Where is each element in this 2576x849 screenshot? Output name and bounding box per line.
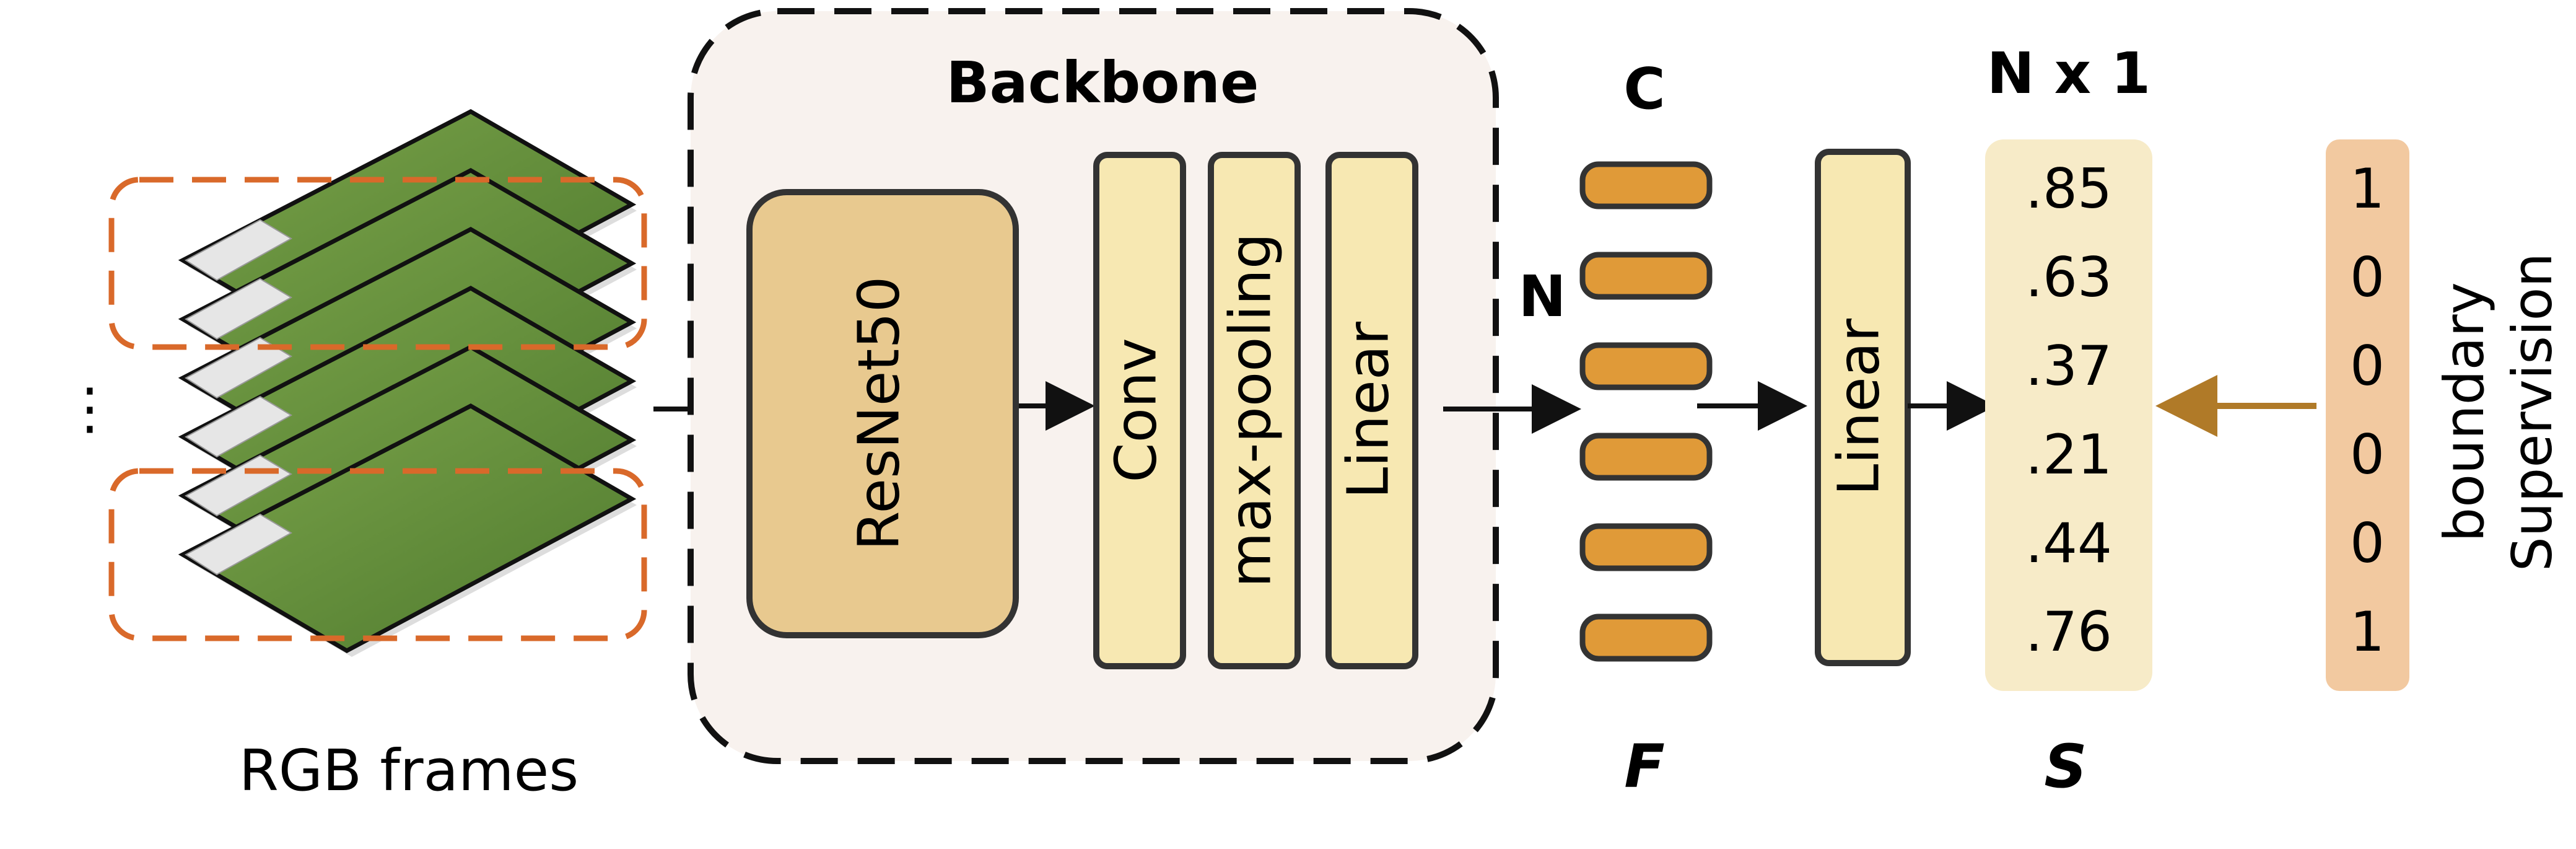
- feature-slots: [1579, 161, 1713, 662]
- supervision-value: 1: [2350, 600, 2385, 664]
- supervision-values: 1 0 0 0 0 1: [2350, 157, 2385, 664]
- supervision-label-line2: Supervision: [2500, 253, 2564, 571]
- frame-stack: [178, 109, 637, 657]
- frame-group-bottom-dashed-box: [108, 468, 647, 641]
- resnet50-block: [746, 189, 1019, 638]
- conv-layer: [1093, 152, 1186, 669]
- score-dim-label: N x 1: [1987, 40, 2150, 107]
- supervision-value: 1: [2350, 157, 2385, 221]
- frame-building: [185, 219, 292, 281]
- frame-grass: [178, 403, 637, 654]
- rgb-frames-group: ⋮ RGB frames: [62, 109, 647, 804]
- backbone-linear-label: Linear: [1335, 322, 1401, 499]
- feature-slot: [1579, 523, 1713, 571]
- supervision-vector: 1 0 0 0 0 1 boundary Supervision: [2326, 139, 2564, 691]
- frames-ellipsis: ⋮: [62, 376, 118, 441]
- score-values: .85 .63 .37 .21 .44 .76: [2025, 157, 2112, 664]
- backbone-linear-layer: [1325, 152, 1418, 669]
- score-vector: N x 1 .85 .63 .37 .21 .44 .76 S: [1985, 40, 2152, 801]
- feature-symbol: F: [1624, 732, 1665, 801]
- score-value: .85: [2025, 157, 2112, 221]
- feature-slot: [1579, 161, 1713, 209]
- supervision-label-line1: boundary: [2432, 282, 2496, 542]
- feature-dim-n-label: N: [1519, 263, 1566, 330]
- feature-dim-c-label: C: [1623, 56, 1666, 122]
- frame-group-top-dashed-box: [108, 177, 647, 350]
- score-box: [1985, 139, 2152, 691]
- score-value: .44: [2025, 511, 2112, 575]
- supervision-box: [2326, 139, 2409, 691]
- max-pooling-label: max-pooling: [1217, 233, 1283, 587]
- frame-building: [185, 395, 292, 458]
- conv-label: Conv: [1102, 338, 1169, 482]
- max-pooling-layer: [1208, 152, 1301, 669]
- feature-slot: [1579, 252, 1713, 300]
- backbone-title: Backbone: [946, 50, 1259, 116]
- frame-building: [185, 513, 292, 576]
- supervision-value: 0: [2350, 245, 2385, 309]
- frames-label: RGB frames: [239, 737, 579, 804]
- head-linear-label: Linear: [1825, 319, 1892, 496]
- supervision-value: 0: [2350, 334, 2385, 398]
- frame-building: [185, 337, 292, 399]
- score-value: .21: [2025, 423, 2112, 486]
- feature-slot: [1579, 433, 1713, 481]
- backbone-block: Backbone ResNet50 Conv max-pooling Linea…: [688, 8, 1499, 764]
- supervision-value: 0: [2350, 423, 2385, 486]
- score-value: .63: [2025, 245, 2112, 309]
- score-value: .37: [2025, 334, 2112, 398]
- feature-slot: [1579, 342, 1713, 390]
- frame-building: [185, 278, 292, 340]
- score-symbol: S: [2044, 732, 2087, 801]
- feature-slot: [1579, 614, 1713, 662]
- resnet50-label: ResNet50: [845, 276, 912, 551]
- supervision-value: 0: [2350, 511, 2385, 575]
- score-value: .76: [2025, 600, 2112, 664]
- feature-matrix: C N F: [1519, 56, 1713, 801]
